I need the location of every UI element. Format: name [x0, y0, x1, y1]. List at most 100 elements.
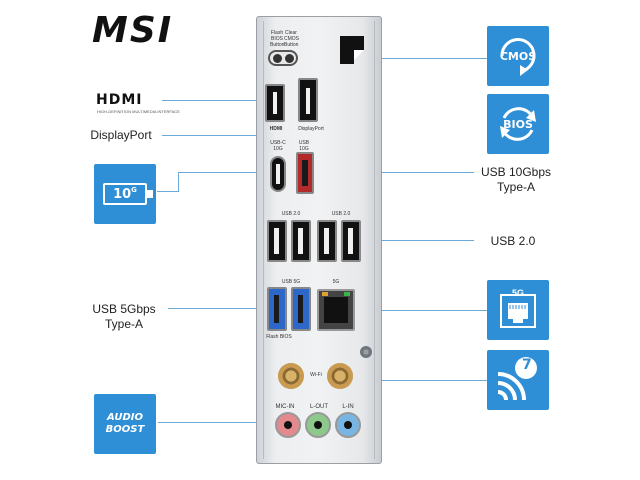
line-in-jack[interactable]: [335, 412, 361, 438]
usb2-port-1-tongue: [274, 228, 279, 254]
audio-boost-line2: BOOST: [105, 424, 145, 435]
flash-label-line3: Button: [270, 42, 285, 48]
displayport-port[interactable]: [298, 78, 318, 122]
usb-plug-tip: [147, 190, 153, 198]
line-out-label: L-OUT: [310, 404, 328, 410]
mic-in-label: MIC-IN: [275, 404, 295, 410]
clear-label-line3: Button: [284, 42, 299, 48]
flash-bios-button[interactable]: [273, 54, 282, 63]
bios-refresh-icon: [500, 107, 536, 141]
usb10g-leader-line: [310, 172, 474, 173]
lan-5g-badge: 5G: [487, 280, 549, 340]
clear-label-line1: Clear: [285, 30, 297, 36]
hdmi-label: HDMI: [96, 92, 143, 108]
usb5g-label-line2: Type-A: [104, 317, 143, 331]
usb2-port-4[interactable]: [341, 220, 361, 262]
flash-label-line2: BIOS: [271, 36, 283, 42]
usb5g-label-line1: USB 5Gbps: [92, 302, 156, 316]
wifi-leader-line: [336, 380, 488, 381]
displayport-panel-text: DisplayPort: [298, 126, 324, 132]
line-out-jack-hole: [314, 421, 322, 429]
usb5g-port-2[interactable]: [291, 287, 311, 331]
line-out-jack[interactable]: [305, 412, 331, 438]
flash-bios-badge: BIOS: [487, 94, 549, 154]
displayport-label: DisplayPort: [90, 128, 152, 142]
wifi-7-badge: 7: [487, 350, 549, 410]
line-in-label: L-IN: [342, 404, 354, 410]
audio-boost-line1: AUDIO: [107, 412, 143, 423]
lan-5g-port[interactable]: [317, 289, 355, 331]
tenG-sup: G: [131, 186, 137, 194]
flash-bios-button-label: Flash BIOS Button: [270, 30, 284, 48]
usb5g-label: USB 5Gbps Type-A: [84, 302, 164, 332]
usb5g-leader-line: [168, 308, 272, 309]
usb2-leader-line: [320, 240, 474, 241]
cmos-leader-line: [295, 58, 487, 59]
usb-c-tongue: [276, 164, 280, 184]
io-shield-inner: [263, 21, 375, 459]
lan5g-panel-label: 5G: [332, 279, 340, 285]
displayport-leader-line: [162, 135, 302, 136]
audio-boost-text: AUDIO BOOST: [106, 412, 145, 436]
lan-port-icon: [500, 294, 536, 328]
lan-port-opening: [324, 297, 348, 323]
tenG-text: 10: [113, 186, 132, 202]
usbc-label-line2: 10G: [273, 146, 283, 152]
usb10g-label-line1: USB: [298, 140, 310, 146]
bios-text: BIOS: [503, 117, 533, 131]
flash-label-line1: Flash: [270, 30, 284, 36]
lan-badge-text: 5G: [511, 288, 524, 298]
hdmi-leader-line: [162, 100, 268, 101]
panel-screw: [360, 346, 372, 358]
usb2-port-3-tongue: [324, 228, 329, 254]
lan-led-left: [322, 292, 328, 296]
mic-in-jack[interactable]: [275, 412, 301, 438]
usb5g-port-2-tongue: [298, 295, 303, 323]
usb10g-panel-label: USB 10G: [294, 140, 314, 152]
usb-10g-port[interactable]: [296, 152, 314, 194]
usbc-leader-vline: [178, 172, 179, 192]
wifi-icon: [497, 357, 537, 401]
usb10g-label-line1: USB 10Gbps: [480, 165, 552, 179]
usb2-right-panel-label: USB 2.0: [331, 211, 351, 217]
usb5g-port-flashback[interactable]: [267, 287, 287, 331]
clear-cmos-button[interactable]: [285, 54, 294, 63]
lan-led-right: [344, 292, 350, 296]
hdmi-sublabel: HIGH-DEFINITION MULTIMEDIA INTERFACE: [97, 109, 180, 114]
usb2-port-1[interactable]: [267, 220, 287, 262]
usb-c-port[interactable]: [270, 156, 286, 192]
usbc-panel-label: USB-C 10G: [268, 140, 288, 152]
hdmi-port[interactable]: [265, 84, 285, 122]
audio-boost-badge: AUDIO BOOST: [94, 394, 156, 454]
wifi-version-text: 7: [522, 357, 532, 373]
usbc-label-line1: USB-C: [270, 140, 286, 146]
clear-label-line2: CMOS: [284, 36, 299, 42]
usb-10g-tongue: [302, 160, 308, 186]
usb2-port-2-tongue: [298, 228, 303, 254]
usb10g-label: USB 10Gbps Type-A: [476, 165, 556, 195]
flash-bios-port-label: Flash BIOS: [266, 334, 292, 340]
usb10g-label-line2: 10G: [299, 146, 309, 152]
hdmi-panel-text: HDMI: [269, 126, 283, 132]
wifi-antenna-connector-2[interactable]: [327, 363, 353, 389]
cmos-text: CMOS: [499, 49, 537, 63]
clear-cmos-badge: CMOS: [487, 26, 549, 86]
usb2-port-2[interactable]: [291, 220, 311, 262]
usb5g-port-1-tongue: [274, 295, 279, 323]
cmos-refresh-icon: [500, 38, 536, 76]
hdmi-port-tongue: [273, 92, 277, 114]
wifi-antenna-connector-1[interactable]: [278, 363, 304, 389]
usb2-left-panel-label: USB 2.0: [281, 211, 301, 217]
displayport-tongue: [306, 88, 310, 114]
audio-leader-line: [158, 422, 284, 423]
lan-leader-line: [342, 310, 488, 311]
wifi-panel-label: Wi-Fi: [310, 372, 322, 378]
mic-in-jack-hole: [284, 421, 292, 429]
usb2-port-3[interactable]: [317, 220, 337, 262]
usb2-port-4-tongue: [348, 228, 353, 254]
usbc-leader-stub: [157, 191, 179, 192]
usbc-leader-line: [178, 172, 276, 173]
line-in-jack-hole: [344, 421, 352, 429]
